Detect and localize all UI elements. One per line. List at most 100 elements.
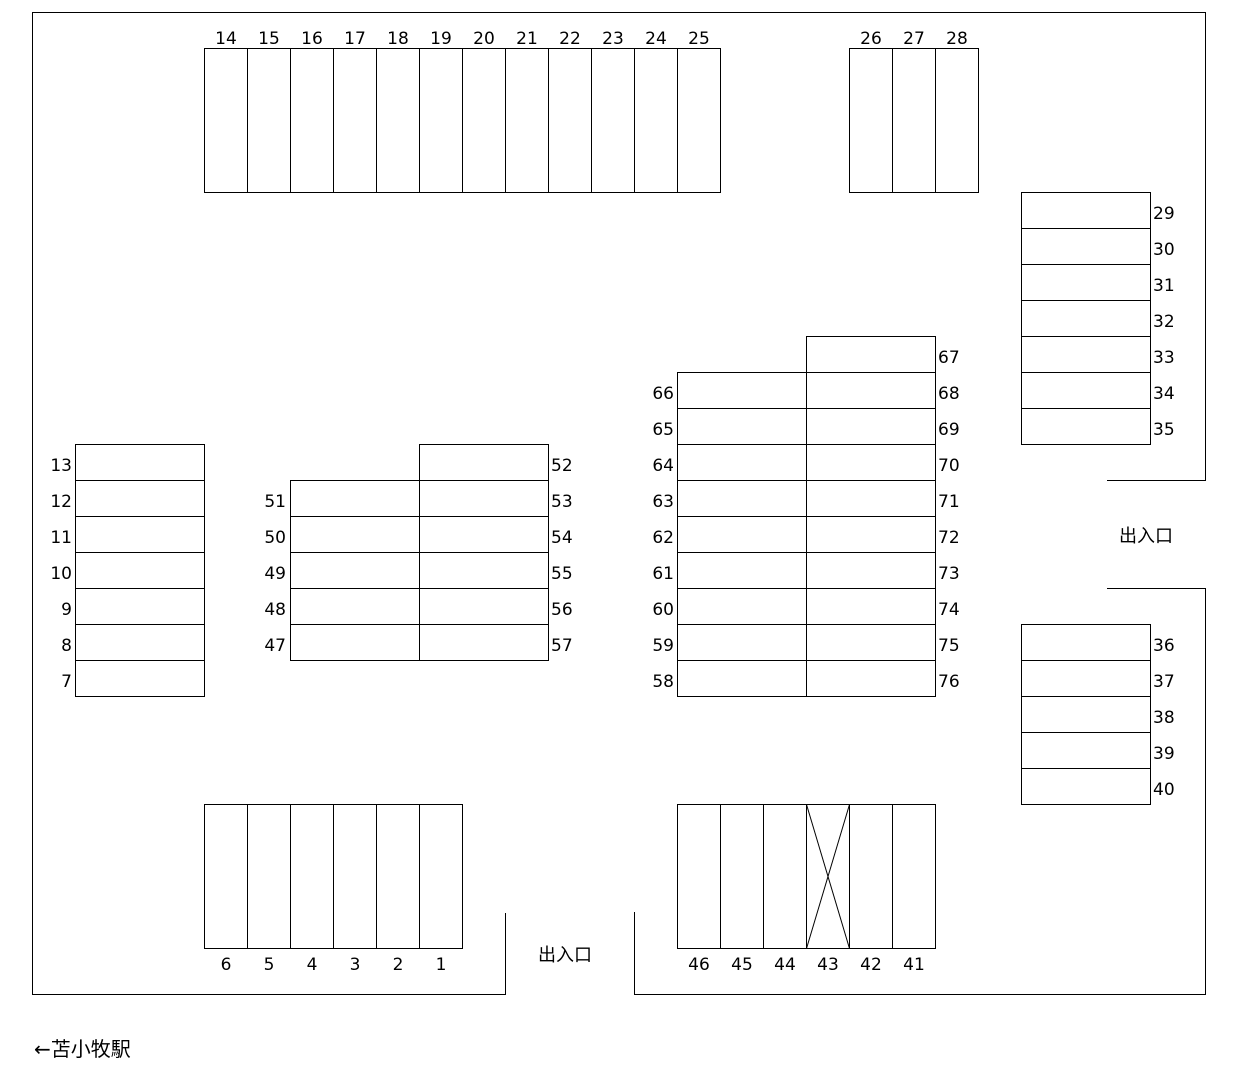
stall-label-7: 7 [61, 672, 72, 692]
parking-stall-67 [806, 336, 936, 373]
stall-label-34: 34 [1153, 384, 1175, 404]
stall-label-71: 71 [938, 492, 960, 512]
stall-label-14: 14 [215, 29, 237, 49]
stall-label-23: 23 [602, 29, 624, 49]
stall-label-60: 60 [652, 600, 674, 620]
stall-label-9: 9 [61, 600, 72, 620]
stall-label-39: 39 [1153, 744, 1175, 764]
stall-label-19: 19 [430, 29, 452, 49]
parking-stall-29 [1021, 192, 1151, 229]
stall-label-44: 44 [774, 955, 796, 975]
stall-label-40: 40 [1153, 780, 1175, 800]
parking-stall-19 [419, 48, 463, 193]
parking-stall-16 [290, 48, 334, 193]
stall-label-75: 75 [938, 636, 960, 656]
stall-label-68: 68 [938, 384, 960, 404]
parking-stall-59 [677, 624, 807, 661]
parking-stall-8 [75, 624, 205, 661]
stall-label-41: 41 [903, 955, 925, 975]
parking-stall-44 [763, 804, 807, 949]
stall-label-10: 10 [50, 564, 72, 584]
parking-stall-22 [548, 48, 592, 193]
lot-boundary [32, 12, 1206, 995]
stall-label-18: 18 [387, 29, 409, 49]
parking-stall-54 [419, 516, 549, 553]
stall-label-51: 51 [264, 492, 286, 512]
parking-stall-10 [75, 552, 205, 589]
parking-stall-1 [419, 804, 463, 949]
parking-stall-55 [419, 552, 549, 589]
parking-stall-47 [290, 624, 420, 661]
stall-label-32: 32 [1153, 312, 1175, 332]
parking-stall-56 [419, 588, 549, 625]
stall-label-66: 66 [652, 384, 674, 404]
stall-label-37: 37 [1153, 672, 1175, 692]
stall-label-64: 64 [652, 456, 674, 476]
stall-label-70: 70 [938, 456, 960, 476]
parking-stall-73 [806, 552, 936, 589]
stall-label-20: 20 [473, 29, 495, 49]
stall-label-31: 31 [1153, 276, 1175, 296]
stall-label-46: 46 [688, 955, 710, 975]
parking-stall-34 [1021, 372, 1151, 409]
parking-stall-48 [290, 588, 420, 625]
parking-stall-6 [204, 804, 248, 949]
parking-stall-24 [634, 48, 678, 193]
blocked-stall-marker [806, 804, 850, 949]
stall-label-50: 50 [264, 528, 286, 548]
parking-stall-36 [1021, 624, 1151, 661]
stall-label-63: 63 [652, 492, 674, 512]
stall-label-2: 2 [393, 955, 404, 975]
stall-label-15: 15 [258, 29, 280, 49]
stall-label-12: 12 [50, 492, 72, 512]
stall-label-61: 61 [652, 564, 674, 584]
parking-stall-68 [806, 372, 936, 409]
parking-stall-60 [677, 588, 807, 625]
parking-stall-13 [75, 444, 205, 481]
stall-label-69: 69 [938, 420, 960, 440]
parking-stall-74 [806, 588, 936, 625]
stall-label-45: 45 [731, 955, 753, 975]
parking-stall-76 [806, 660, 936, 697]
parking-stall-17 [333, 48, 377, 193]
parking-stall-42 [849, 804, 893, 949]
stall-label-58: 58 [652, 672, 674, 692]
stall-label-43: 43 [817, 955, 839, 975]
parking-stall-11 [75, 516, 205, 553]
stall-label-17: 17 [344, 29, 366, 49]
parking-stall-72 [806, 516, 936, 553]
stall-label-76: 76 [938, 672, 960, 692]
entrance-label-right: 出入口 [1119, 526, 1173, 547]
stall-label-24: 24 [645, 29, 667, 49]
parking-stall-45 [720, 804, 764, 949]
parking-stall-52 [419, 444, 549, 481]
stall-label-1: 1 [436, 955, 447, 975]
parking-stall-32 [1021, 300, 1151, 337]
boundary-wall-main [32, 12, 1206, 995]
stall-label-38: 38 [1153, 708, 1175, 728]
stall-label-36: 36 [1153, 636, 1175, 656]
parking-stall-69 [806, 408, 936, 445]
parking-stall-28 [935, 48, 979, 193]
stall-label-56: 56 [551, 600, 573, 620]
parking-stall-66 [677, 372, 807, 409]
stall-label-35: 35 [1153, 420, 1175, 440]
stall-label-26: 26 [860, 29, 882, 49]
parking-stall-41 [892, 804, 936, 949]
parking-stall-4 [290, 804, 334, 949]
stall-label-47: 47 [264, 636, 286, 656]
boundary-wall-lower-right [634, 588, 1206, 995]
parking-stall-57 [419, 624, 549, 661]
parking-stall-63 [677, 480, 807, 517]
stall-label-57: 57 [551, 636, 573, 656]
parking-stall-75 [806, 624, 936, 661]
stall-label-55: 55 [551, 564, 573, 584]
parking-stall-30 [1021, 228, 1151, 265]
parking-stall-9 [75, 588, 205, 625]
parking-stall-23 [591, 48, 635, 193]
stall-label-6: 6 [221, 955, 232, 975]
stall-label-3: 3 [350, 955, 361, 975]
parking-stall-15 [247, 48, 291, 193]
stall-label-54: 54 [551, 528, 573, 548]
